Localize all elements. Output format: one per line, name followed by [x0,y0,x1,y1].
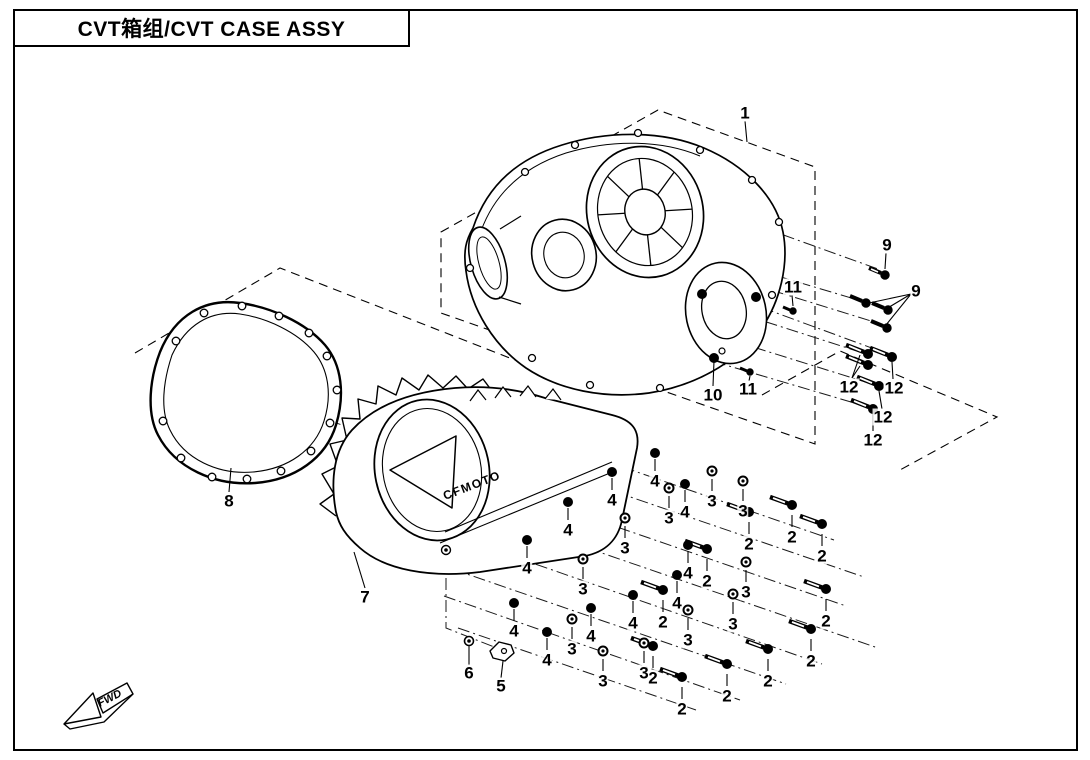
flange-nut [706,465,718,477]
flange-bolt [799,513,827,529]
flange-nut [740,556,752,568]
clip-part [489,641,515,662]
case-bolt-holes [465,128,784,393]
dome-bolt [672,570,682,580]
outer-cover: CFMOTO [319,374,639,575]
flange-nut [619,512,631,524]
intake-tube [467,215,522,305]
flange-bolt [745,638,773,654]
dome-bolt [563,497,573,507]
dome-bolt [680,479,690,489]
gasket [149,300,343,485]
bolt-12-group [845,342,897,414]
page-title: CVT箱组/CVT CASE ASSY [77,18,346,41]
dome-bolt [628,590,638,600]
dome-bolt [586,603,596,613]
flange-nut [737,475,749,487]
dome-bolt [650,448,660,458]
flange-nut [577,553,589,565]
flange-bolt [769,494,797,510]
boundary-box-upper [440,109,816,445]
dome-bolt [607,467,617,477]
dome-bolt [542,627,552,637]
flange-nut [638,637,650,649]
secondary-opening [530,218,598,292]
flange-bolt [659,666,687,682]
flange-bolt [640,579,668,595]
dome-bolt [683,540,693,550]
flange-nut [727,588,739,600]
flange-bolt [788,618,816,634]
callout-tick-layer [513,459,827,699]
cover-disc [373,398,491,542]
flange-bolt [704,653,732,669]
fwd-arrow: FWD [63,682,134,730]
flange-nut [597,645,609,657]
nut-part [463,635,475,647]
flange-nut [682,604,694,616]
retainer-plate [684,261,768,365]
boundary-lines-lower [134,267,999,471]
spoked-opening [585,145,705,279]
flange-nut [566,613,578,625]
bolt-11-group [739,305,797,376]
dome-bolt [522,535,532,545]
fastener-layer [509,448,831,682]
callout-pointer-lines [228,120,912,679]
dome-bolt [509,598,519,608]
gasket-holes [158,301,342,484]
flange-bolt [803,578,831,594]
bolt-9-group [849,266,893,333]
title-box: CVT箱组/CVT CASE ASSY [13,9,410,47]
page-border [13,9,1078,751]
flange-nut [663,482,675,494]
